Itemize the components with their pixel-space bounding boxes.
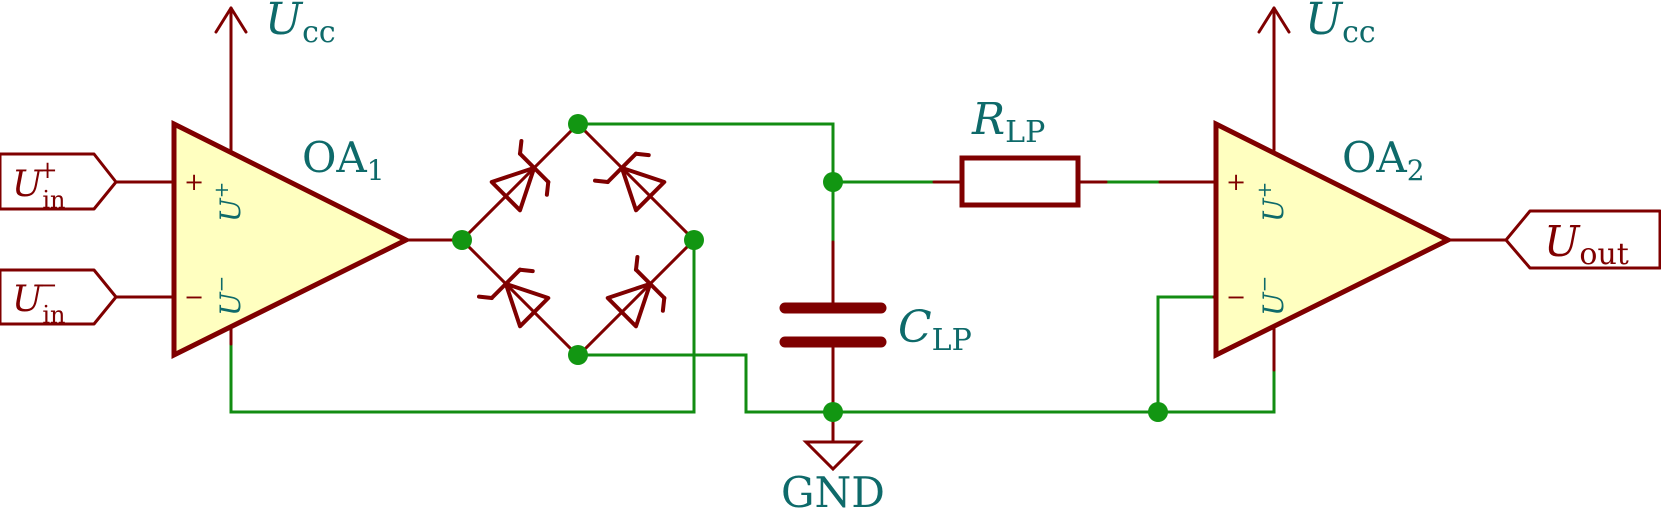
resistor-label: RLP bbox=[971, 94, 1045, 150]
input-port-minus: Uin− bbox=[0, 268, 118, 329]
junction-bridge-left bbox=[452, 230, 472, 250]
input-minus-label: Uin− bbox=[12, 271, 65, 329]
oa1-rail-plus-label: U+ bbox=[209, 182, 247, 222]
oa2-supply-arrow-icon bbox=[1257, 6, 1291, 34]
diode-top-left bbox=[460, 122, 580, 242]
junction-ground bbox=[823, 402, 843, 422]
oa2-name-label: OA2 bbox=[1342, 133, 1425, 187]
oa1-rail-minus-label: U− bbox=[209, 276, 247, 316]
capacitor-label: CLP bbox=[898, 302, 972, 358]
input-minus-flag bbox=[0, 268, 118, 326]
junction-bridge-bottom bbox=[568, 345, 588, 365]
resistor-body bbox=[959, 155, 1081, 208]
ground-label: GND bbox=[781, 468, 885, 511]
oa2-rail-plus-label: U+ bbox=[1252, 182, 1290, 222]
wire-oa1-vminus-to-bridge-right bbox=[229, 240, 696, 414]
input-port-plus: Uin+ bbox=[0, 152, 118, 214]
capacitor-clp: CLP bbox=[779, 240, 972, 414]
wires bbox=[229, 122, 1276, 414]
input-plus-label: Uin+ bbox=[12, 156, 65, 214]
oa1-plus-sign: + bbox=[184, 168, 204, 196]
diode-top-right bbox=[576, 122, 696, 242]
oa1-name-label: OA1 bbox=[302, 133, 385, 187]
oa1-supply-arrow-icon bbox=[214, 6, 248, 34]
opamp-2: + − U+ U− OA2 Ucc bbox=[1158, 0, 1508, 372]
junction-filter-node bbox=[823, 172, 843, 192]
junctions bbox=[452, 114, 1168, 422]
ground-symbol: GND bbox=[781, 410, 885, 511]
output-label: Uout bbox=[1544, 217, 1629, 272]
wire-bridge-bottom-to-gnd bbox=[578, 353, 833, 414]
oa2-supply-label: Ucc bbox=[1305, 0, 1376, 50]
output-flag bbox=[1504, 209, 1661, 270]
junction-bridge-top bbox=[568, 114, 588, 134]
oa2-minus-sign: − bbox=[1226, 283, 1246, 311]
opamp-1: + − U+ U− OA1 Ucc bbox=[114, 0, 464, 360]
wire-gnd-to-oa2-minus bbox=[1156, 295, 1214, 412]
oa1-triangle bbox=[171, 119, 412, 360]
diode-bridge bbox=[460, 122, 696, 358]
input-plus-flag bbox=[0, 152, 118, 211]
oa2-rail-minus-label: U− bbox=[1252, 276, 1290, 316]
oa2-triangle bbox=[1213, 119, 1454, 360]
oa1-minus-sign: − bbox=[184, 283, 204, 311]
diode-bottom-right bbox=[576, 238, 696, 358]
resistor-rlp: RLP bbox=[932, 94, 1108, 208]
output-port: Uout bbox=[1504, 209, 1661, 272]
oa2-plus-sign: + bbox=[1226, 168, 1246, 196]
diode-bottom-left bbox=[460, 238, 580, 358]
wire-bridge-top-to-node bbox=[578, 122, 835, 182]
oa1-supply-label: Ucc bbox=[265, 0, 336, 50]
wire-gnd-to-oa2-vminus bbox=[833, 370, 1276, 414]
ground-triangle-icon bbox=[802, 440, 864, 472]
junction-oa2-minus-ground bbox=[1148, 402, 1168, 422]
junction-bridge-right bbox=[684, 230, 704, 250]
